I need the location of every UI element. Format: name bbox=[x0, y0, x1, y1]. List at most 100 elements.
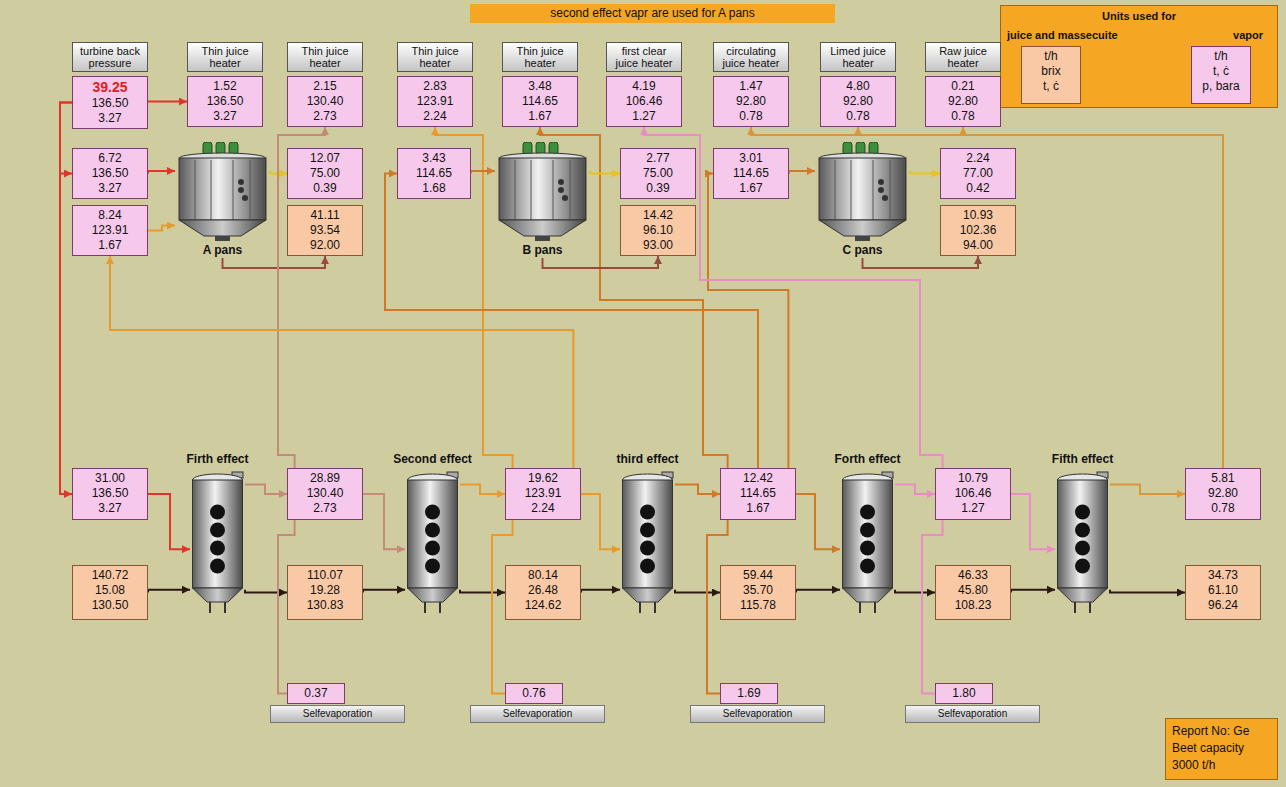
node-text: 2.73 bbox=[292, 501, 358, 516]
heater-name: Limed juice heater bbox=[823, 45, 893, 69]
node-text: 93.54 bbox=[292, 223, 358, 238]
node-text: t/h bbox=[1196, 49, 1246, 64]
node-text: 19.62 bbox=[510, 471, 576, 486]
heater-name: circulating juice heater bbox=[716, 45, 786, 69]
node-text: 124.62 bbox=[510, 598, 576, 613]
vapor-box: 12.0775.000.39 bbox=[287, 148, 363, 199]
heater-label: turbine back pressure bbox=[72, 42, 148, 72]
node-text: t, ċ bbox=[1196, 64, 1246, 79]
heater-name: Thin juice heater bbox=[190, 45, 260, 69]
flow-connector bbox=[363, 494, 405, 549]
node-text: Selfevaporation bbox=[475, 707, 600, 721]
evaporator-illustration bbox=[405, 470, 460, 614]
juice-box: 10.93102.3694.00 bbox=[940, 205, 1016, 256]
node-text: 14.42 bbox=[625, 208, 691, 223]
flow-connector bbox=[1110, 484, 1185, 494]
node-text: 1.52 bbox=[192, 79, 258, 94]
node-text: 3.01 bbox=[718, 151, 784, 166]
self-evaporation-label: Selfevaporation bbox=[270, 705, 405, 723]
node-text: 46.33 bbox=[940, 568, 1006, 583]
node-text: Units used for bbox=[1001, 9, 1277, 24]
juice-box: 110.0719.28130.83 bbox=[287, 565, 363, 620]
heater-label: Thin juice heater bbox=[287, 42, 363, 72]
node-text: 94.00 bbox=[945, 238, 1011, 253]
node-text: 2.77 bbox=[625, 151, 691, 166]
node-text: 0.78 bbox=[1190, 501, 1256, 516]
heater-label: circulating juice heater bbox=[713, 42, 789, 72]
vapor-box: 8.24123.911.67 bbox=[72, 205, 148, 256]
evaporator-illustration bbox=[190, 470, 245, 614]
node-text: Selfevaporation bbox=[275, 707, 400, 721]
flow-connector bbox=[581, 494, 620, 549]
node-text: 0.39 bbox=[292, 181, 358, 196]
vapor-box: 3.43114.651.68 bbox=[397, 148, 471, 199]
heater-name: Raw juice heater bbox=[928, 45, 998, 69]
evaporator-illustration bbox=[1055, 470, 1110, 614]
node-text: 1.27 bbox=[940, 501, 1006, 516]
node-text: 114.65 bbox=[718, 166, 784, 181]
flow-connector bbox=[363, 590, 405, 593]
node-text: juice and massecuite bbox=[1007, 28, 1118, 43]
self-evaporation-label: Selfevaporation bbox=[905, 705, 1040, 723]
unit-name: Firth effect bbox=[184, 452, 250, 467]
pan-illustration bbox=[815, 142, 910, 242]
vacuum-pan: B pans bbox=[495, 142, 590, 258]
node-text: 123.91 bbox=[510, 486, 576, 501]
node-text: 106.46 bbox=[940, 486, 1006, 501]
vapor-box: 1.69 bbox=[720, 683, 778, 704]
node-text: 136.50 bbox=[77, 96, 143, 111]
node-text: 130.83 bbox=[292, 598, 358, 613]
juice-box: 41.1193.5492.00 bbox=[287, 205, 363, 256]
node-text: 1.67 bbox=[507, 109, 573, 124]
vapor-box: 31.00136.503.27 bbox=[72, 468, 148, 520]
node-text: 0.37 bbox=[292, 686, 340, 701]
pan-illustration bbox=[495, 142, 590, 242]
pan-illustration bbox=[175, 142, 270, 242]
unit-name: third effect bbox=[614, 452, 680, 467]
node-text: 1.67 bbox=[718, 181, 784, 196]
node-text: 0.21 bbox=[930, 79, 996, 94]
flow-connector bbox=[460, 484, 505, 494]
node-text: 4.80 bbox=[825, 79, 891, 94]
heater-label: Thin juice heater bbox=[397, 42, 473, 72]
node-text: 115.78 bbox=[725, 598, 791, 613]
flow-connector bbox=[148, 494, 190, 549]
flow-connector bbox=[471, 171, 495, 174]
node-text: 136.50 bbox=[77, 166, 143, 181]
flow-connector bbox=[590, 171, 620, 174]
unit-name: C pans bbox=[840, 243, 884, 258]
flow-connector bbox=[1011, 590, 1055, 593]
node-text: 3.27 bbox=[77, 111, 143, 126]
heater-name: turbine back pressure bbox=[75, 45, 145, 69]
juice-box: 34.7361.1096.24 bbox=[1185, 565, 1261, 620]
node-text: 10.93 bbox=[945, 208, 1011, 223]
juice-box: 46.3345.80108.23 bbox=[935, 565, 1011, 620]
flow-connector bbox=[910, 171, 940, 174]
node-text: 3.48 bbox=[507, 79, 573, 94]
node-text: 106.46 bbox=[611, 94, 677, 109]
node-text: 136.50 bbox=[192, 94, 258, 109]
node-text: 4.19 bbox=[611, 79, 677, 94]
node-text: 136.50 bbox=[77, 486, 143, 501]
node-text: 1.27 bbox=[611, 109, 677, 124]
node-text: 114.65 bbox=[402, 166, 466, 181]
vapor-box: t/ht, ċp, bara bbox=[1191, 46, 1251, 104]
evaporator-effect: Firth effect bbox=[190, 452, 245, 614]
node-text: 2.73 bbox=[292, 109, 358, 124]
node-text: 12.07 bbox=[292, 151, 358, 166]
vapor-box: 19.62123.912.24 bbox=[505, 468, 581, 520]
flow-connector bbox=[581, 590, 620, 593]
node-text: 0.39 bbox=[625, 181, 691, 196]
node-text: 0.42 bbox=[945, 181, 1011, 196]
heater-label: Thin juice heater bbox=[502, 42, 578, 72]
vapor-box: 10.79106.461.27 bbox=[935, 468, 1011, 520]
flow-connector bbox=[1110, 590, 1185, 593]
heater-name: first clear juice heater bbox=[609, 45, 679, 69]
node-text: 1.67 bbox=[77, 238, 143, 253]
node-text: 10.79 bbox=[940, 471, 1006, 486]
flow-connector bbox=[460, 590, 505, 593]
juice-box: 140.7215.08130.50 bbox=[72, 565, 148, 620]
node-text: Selfevaporation bbox=[910, 707, 1035, 721]
node-text: 3000 t/h bbox=[1172, 757, 1271, 774]
node-text: 45.80 bbox=[940, 583, 1006, 598]
